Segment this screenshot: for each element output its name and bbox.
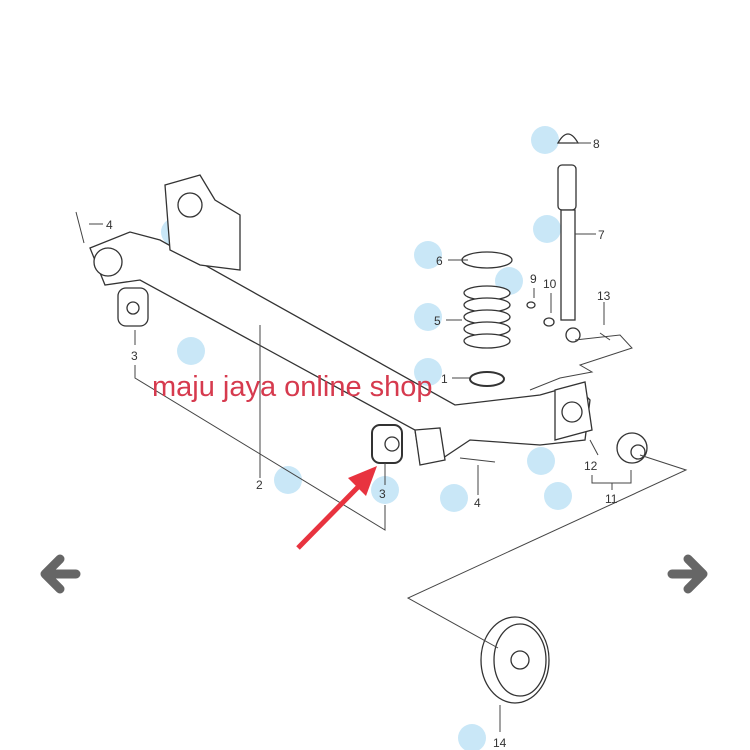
callout-4-bottom: 4 <box>474 496 481 510</box>
brake-drum <box>480 616 550 704</box>
callout-2: 2 <box>256 478 263 492</box>
shop-watermark: maju jaya online shop <box>152 371 433 403</box>
callout-9: 9 <box>530 272 537 286</box>
callout-4-top: 4 <box>106 218 113 232</box>
previous-image-button[interactable] <box>34 548 86 600</box>
callout-1: 1 <box>441 372 448 386</box>
next-image-button[interactable] <box>662 548 714 600</box>
callout-3-right: 3 <box>379 487 386 501</box>
highlight-dots <box>161 126 572 750</box>
callout-7: 7 <box>598 228 605 242</box>
shock-absorber <box>526 133 581 343</box>
callout-11: 11 <box>605 492 618 506</box>
callout-5: 5 <box>434 314 441 328</box>
callout-12: 12 <box>584 459 598 473</box>
coil-spring <box>461 251 513 387</box>
callout-10: 10 <box>543 277 557 291</box>
arrow-left-icon <box>40 554 81 594</box>
arrow-right-icon <box>667 554 708 594</box>
callout-8: 8 <box>593 137 600 151</box>
callout-14: 14 <box>493 736 507 750</box>
callout-3-left: 3 <box>131 349 138 363</box>
bushing-left <box>117 287 149 327</box>
axle-beam <box>89 174 593 466</box>
bushing-right <box>371 424 403 464</box>
leader-lines <box>89 142 688 732</box>
callout-13: 13 <box>597 289 611 303</box>
red-pointer-arrow <box>296 466 377 550</box>
callout-6: 6 <box>436 254 443 268</box>
